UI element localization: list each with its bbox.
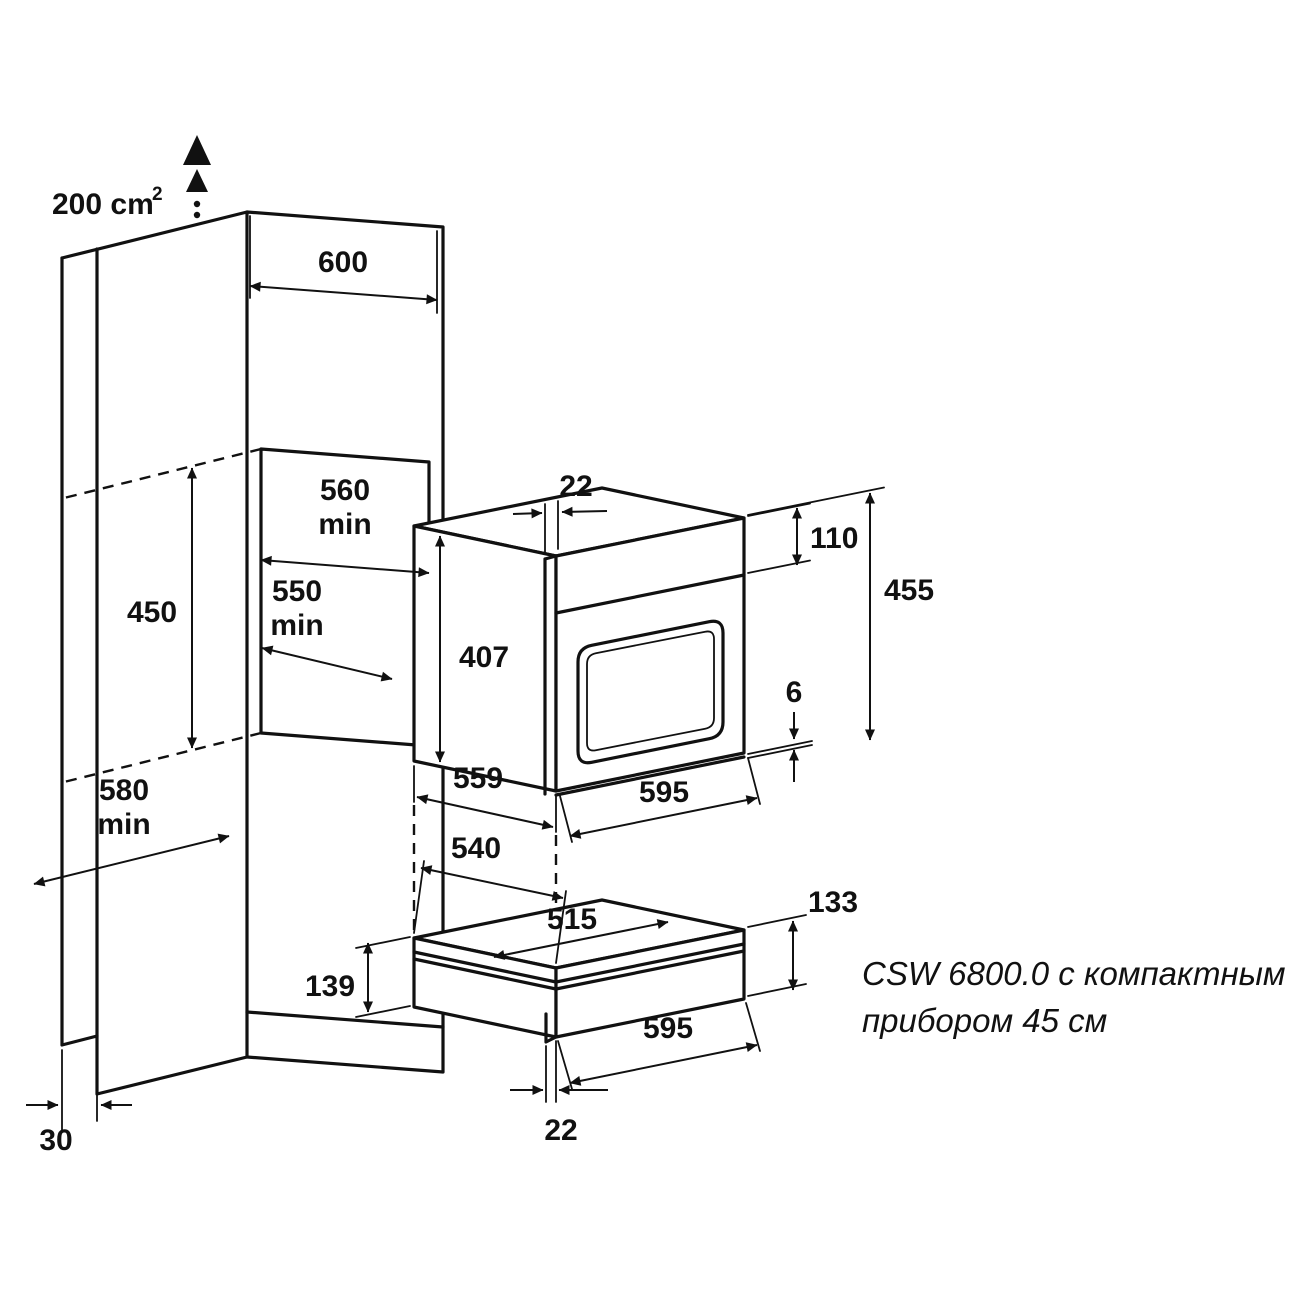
extension-line bbox=[747, 559, 811, 574]
extension-line bbox=[747, 914, 807, 928]
oven-window-outer bbox=[576, 619, 725, 765]
draw-front-face bbox=[554, 928, 746, 1039]
vent-area-superscript: 2 bbox=[152, 184, 163, 205]
dim-cabinet-depth-min: min bbox=[97, 808, 150, 841]
extension-line bbox=[355, 936, 411, 949]
extension-line bbox=[747, 757, 761, 805]
dim-line-drawer-depth bbox=[420, 865, 564, 901]
dim-oven-height: 455 bbox=[884, 574, 934, 607]
dim-niche-width-min: min bbox=[318, 508, 371, 541]
dim-drawer-front-overhang: 22 bbox=[544, 1114, 577, 1147]
dim-niche-height: 450 bbox=[127, 596, 177, 629]
dim-drawer-height: 133 bbox=[808, 886, 858, 919]
dim-line-cabinet-width bbox=[249, 281, 438, 305]
vent-arrowhead-icon bbox=[183, 135, 211, 165]
oven-door-lip-edge bbox=[543, 554, 558, 796]
niche-hidden-top-line bbox=[63, 447, 262, 500]
extension-line bbox=[745, 1002, 761, 1052]
dim-niche-depth-min: min bbox=[270, 609, 323, 642]
dim-drawer-front-height: 139 bbox=[305, 970, 355, 1003]
oven-control-panel-line bbox=[554, 573, 746, 615]
dim-line-cabinet-depth bbox=[33, 833, 230, 887]
dim-drawer-width: 595 bbox=[643, 1012, 693, 1045]
extension-line bbox=[413, 860, 425, 934]
compact-oven bbox=[412, 486, 746, 797]
dim-line-oven-width bbox=[569, 795, 758, 839]
cabinet-front-face bbox=[245, 210, 445, 1074]
vent-dot bbox=[193, 211, 201, 219]
dim-line-niche-depth bbox=[261, 645, 393, 682]
extension-line bbox=[747, 983, 807, 997]
extension-line bbox=[747, 744, 813, 759]
dim-bottom-gap: 6 bbox=[786, 676, 803, 709]
cabinet bbox=[60, 210, 445, 1096]
dim-oven-body-height: 407 bbox=[459, 641, 509, 674]
oven-window-inner bbox=[586, 630, 715, 752]
dim-arrow-overhang-left bbox=[512, 508, 543, 519]
cabinet-plinth-line bbox=[245, 1010, 445, 1029]
cabinet-dimensions: 600 560 min 550 min 450 580 min 30 bbox=[26, 215, 438, 1157]
dim-line-drawer-width bbox=[569, 1042, 758, 1086]
drawer-lid-line bbox=[412, 942, 746, 984]
dim-drawer-inner-width: 515 bbox=[547, 903, 597, 936]
extension-line bbox=[747, 502, 811, 517]
dim-cabinet-depth: 580 bbox=[99, 774, 149, 807]
dim-niche-depth: 550 bbox=[272, 575, 322, 608]
drawer-dimensions: 540 515 133 139 595 22 bbox=[305, 832, 858, 1147]
niche-hidden-bottom-line bbox=[63, 731, 262, 784]
dim-line-niche-width bbox=[260, 555, 430, 578]
extension-line bbox=[747, 486, 885, 516]
oven-bottom-gap-line bbox=[554, 755, 746, 797]
oven-door bbox=[554, 516, 746, 793]
drawer-lid-line2 bbox=[412, 949, 746, 991]
dim-oven-door-overhang: 22 bbox=[559, 470, 592, 503]
dim-niche-width: 560 bbox=[320, 474, 370, 507]
dim-arrow-overhang-right bbox=[561, 506, 608, 517]
dim-line-oven-body-depth bbox=[416, 794, 554, 830]
model-caption-line2: прибором 45 см bbox=[862, 1002, 1107, 1039]
dim-cabinet-width: 600 bbox=[318, 246, 368, 279]
drawer-front-lip-edge bbox=[544, 1012, 558, 1044]
model-caption-line1: CSW 6800.0 с компактным bbox=[862, 955, 1286, 992]
vent-dot bbox=[193, 200, 201, 208]
extension-line bbox=[747, 740, 813, 755]
vent-area-label: 200 cm bbox=[52, 188, 154, 221]
extension-line bbox=[557, 1040, 573, 1090]
cabinet-side-face bbox=[60, 256, 249, 1096]
dim-oven-body-depth: 559 bbox=[453, 762, 503, 795]
dim-drawer-depth: 540 bbox=[451, 832, 501, 865]
extension-line bbox=[355, 1005, 411, 1018]
cabinet-top-edge bbox=[60, 210, 249, 260]
oven-dimensions: 22 110 455 6 407 559 595 bbox=[413, 470, 934, 843]
vent-arrow bbox=[183, 135, 211, 219]
dim-oven-width: 595 bbox=[639, 776, 689, 809]
dim-line-drawer-inner-width bbox=[493, 919, 669, 960]
dim-oven-panel-height: 110 bbox=[810, 522, 858, 555]
vent-arrowhead2-icon bbox=[186, 169, 208, 192]
dim-plinth-recess: 30 bbox=[39, 1124, 72, 1157]
